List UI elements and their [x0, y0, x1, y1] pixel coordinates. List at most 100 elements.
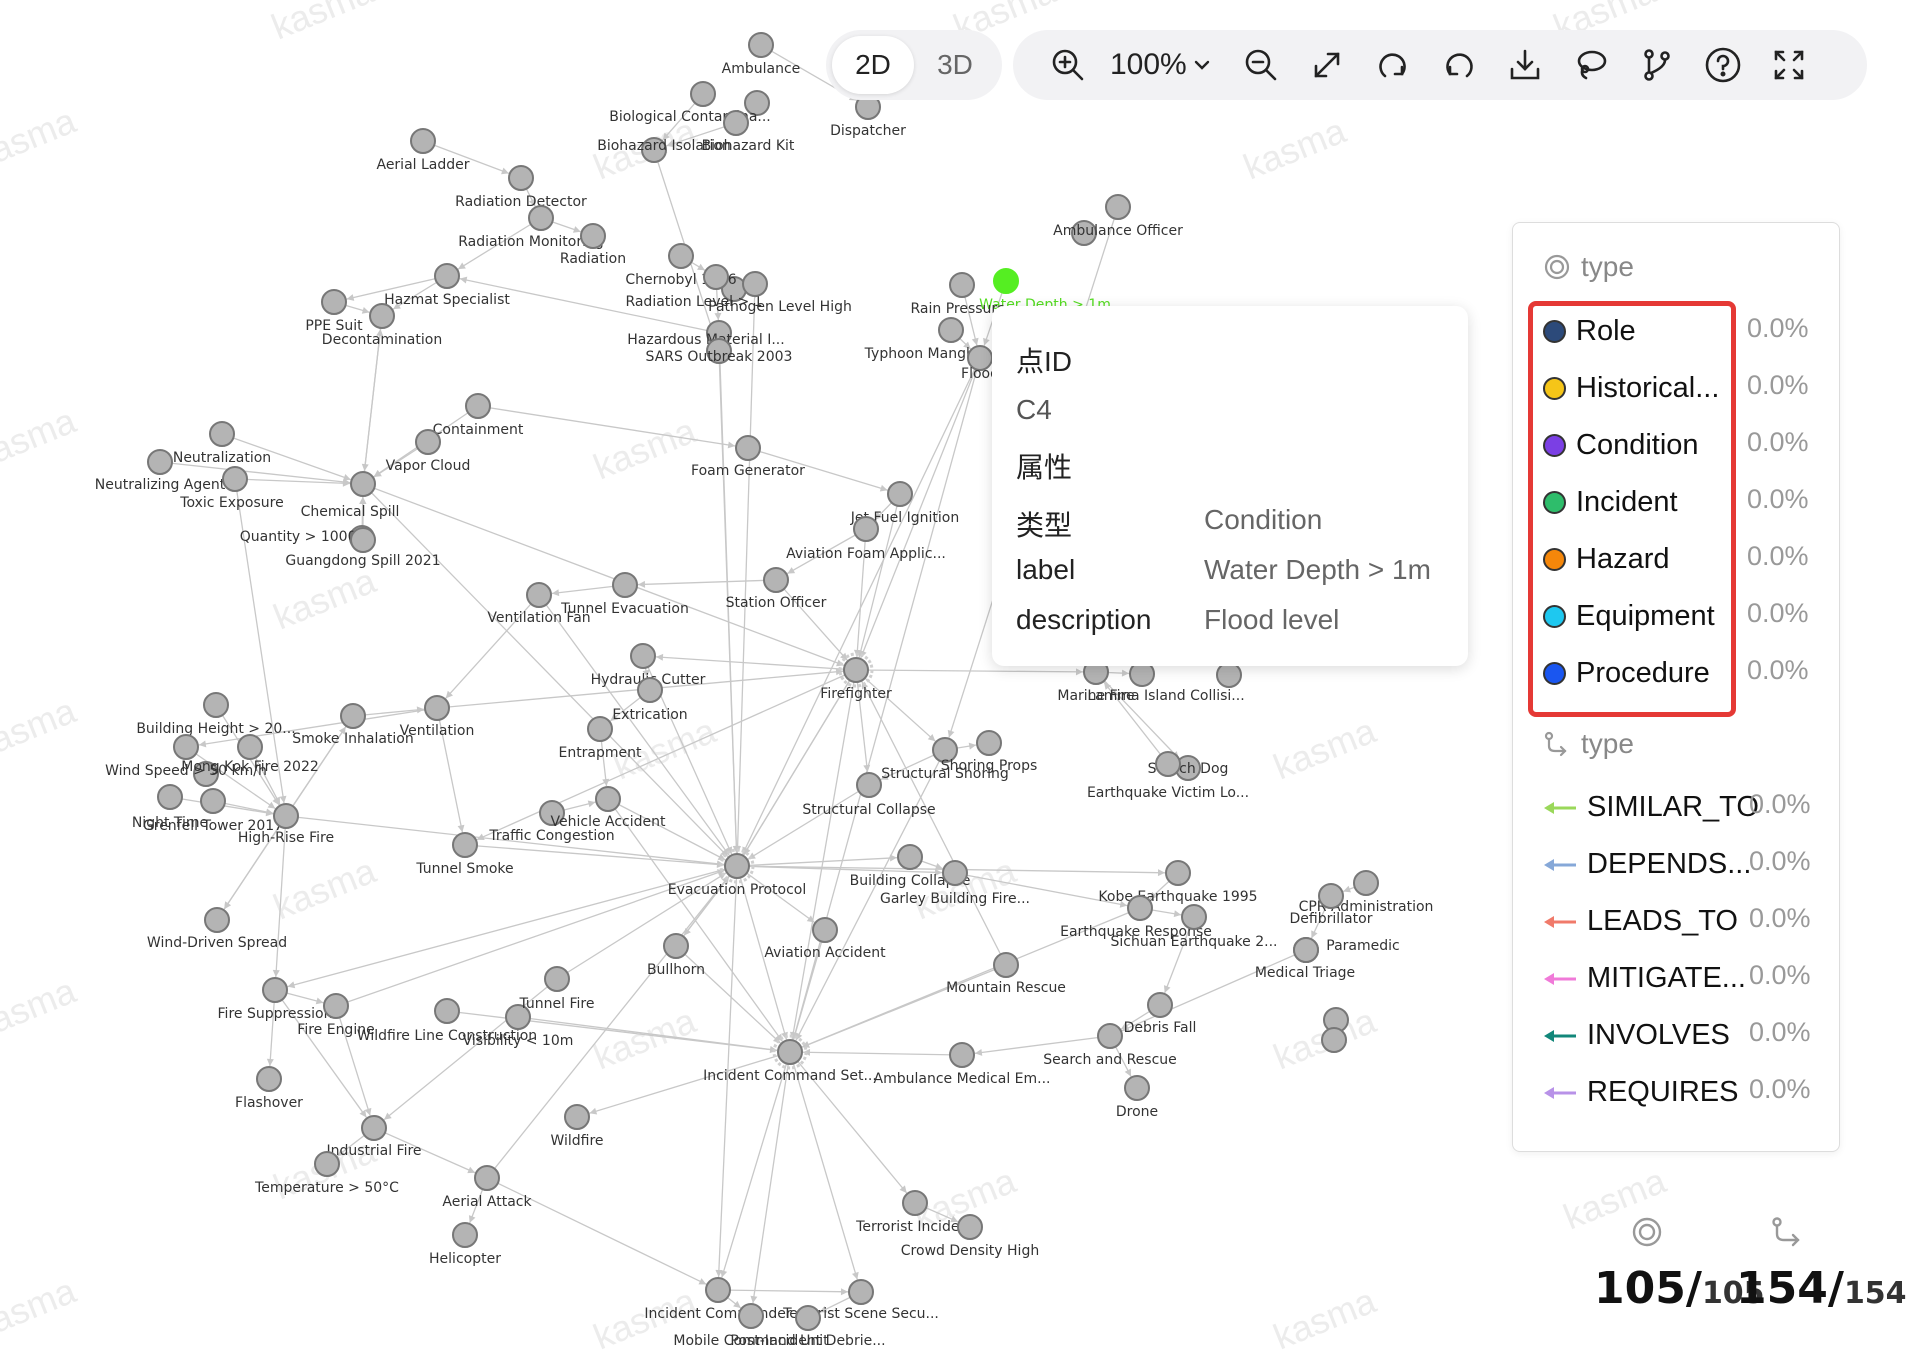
node-circle[interactable] — [1105, 194, 1131, 220]
node-circle[interactable] — [663, 933, 689, 959]
graph-node[interactable]: Search and Rescue — [1043, 1023, 1177, 1068]
graph-node[interactable] — [744, 90, 770, 116]
graph-node[interactable]: Defibrillator — [1290, 883, 1373, 927]
node-circle[interactable] — [706, 338, 732, 364]
node-circle[interactable] — [1155, 751, 1181, 777]
node-circle[interactable] — [526, 582, 552, 608]
graph-node[interactable]: Guangdong Spill 2021 — [285, 527, 441, 569]
node-circle[interactable] — [340, 703, 366, 729]
graph-node[interactable]: Ventilation Fan — [487, 582, 591, 626]
node-circle[interactable] — [1097, 1023, 1123, 1049]
graph-node[interactable]: Foam Generator — [691, 435, 805, 479]
graph-node[interactable]: Hazardous Material I... — [627, 320, 785, 348]
node-circle[interactable] — [993, 268, 1019, 294]
graph-node[interactable]: Radiation Level > 1 — [625, 264, 763, 310]
graph-node[interactable]: Wildfire — [550, 1104, 604, 1149]
graph-node[interactable]: Wind Speed > 50 km/h — [105, 734, 267, 779]
legend-node-type-role[interactable]: Role — [1543, 315, 1636, 348]
node-circle[interactable] — [361, 1115, 387, 1141]
graph-node[interactable]: Typhoon Mangkhut — [864, 317, 998, 362]
node-circle[interactable] — [465, 393, 491, 419]
graph-node[interactable]: Tunnel Smoke — [415, 832, 514, 877]
lasso-icon[interactable] — [1571, 45, 1611, 85]
graph-node[interactable]: Kobe Earthquake 1995 — [1098, 860, 1258, 905]
node-circle[interactable] — [976, 730, 1002, 756]
node-circle[interactable] — [853, 516, 879, 542]
node-circle[interactable] — [703, 264, 729, 290]
legend-node-type-equipment[interactable]: Equipment — [1543, 600, 1715, 633]
graph-node[interactable]: Vehicle Accident — [551, 786, 667, 830]
graph-node[interactable]: Bullhorn — [647, 933, 705, 978]
graph-node[interactable]: Aerial Ladder — [376, 128, 470, 173]
graph-node[interactable]: Drone — [1116, 1075, 1158, 1120]
node-circle[interactable] — [222, 466, 248, 492]
node-circle[interactable] — [735, 435, 761, 461]
graph-node[interactable]: Garley Building Fire... — [880, 860, 1030, 907]
node-circle[interactable] — [314, 1151, 340, 1177]
node-circle[interactable] — [641, 137, 667, 163]
legend-node-type-historical[interactable]: Historical... — [1543, 372, 1719, 405]
graph-node[interactable]: Temperature > 50°C — [254, 1151, 399, 1196]
node-circle[interactable] — [1147, 992, 1173, 1018]
graph-node[interactable]: Ventilation — [400, 695, 475, 739]
graph-node[interactable]: Mobile Command Unit — [673, 1303, 829, 1349]
node-circle[interactable] — [724, 853, 750, 879]
graph-node[interactable] — [193, 761, 219, 787]
node-circle[interactable] — [262, 977, 288, 1003]
mode-2d-button[interactable]: 2D — [832, 36, 914, 94]
legend-edge-type-involves[interactable]: INVOLVES — [1543, 1019, 1730, 1052]
graph-node[interactable]: Structural Collapse — [802, 772, 936, 818]
graph-node[interactable]: Aerial Attack — [442, 1165, 532, 1210]
node-circle[interactable] — [369, 303, 395, 329]
node-circle[interactable] — [321, 289, 347, 315]
graph-node[interactable]: Terrorist Scene Secu... — [782, 1279, 939, 1322]
node-circle[interactable] — [273, 803, 299, 829]
graph-node[interactable]: Marine Fire — [1057, 659, 1135, 704]
node-circle[interactable] — [942, 860, 968, 886]
graph-node[interactable]: Evacuation Protocol — [668, 848, 807, 898]
node-circle[interactable] — [1293, 937, 1319, 963]
graph-node[interactable]: Shoring Props — [941, 730, 1038, 774]
graph-node[interactable]: Ambulance Officer — [1053, 194, 1183, 239]
node-circle[interactable] — [738, 1303, 764, 1329]
node-circle[interactable] — [1165, 860, 1191, 886]
node-circle[interactable] — [1127, 895, 1153, 921]
graph-node[interactable]: Biohazard Isolation — [597, 137, 731, 163]
graph-node[interactable]: Pathogen Level High — [708, 271, 852, 315]
legend-edge-type-depends[interactable]: DEPENDS... — [1543, 848, 1751, 881]
graph-node[interactable]: Post-Incident Debrie... — [730, 1305, 886, 1349]
graph-node[interactable]: Structural Shoring — [881, 737, 1009, 782]
node-circle[interactable] — [957, 1214, 983, 1240]
node-circle[interactable] — [415, 429, 441, 455]
graph-node[interactable]: Vapor Cloud — [386, 429, 471, 474]
graph-node[interactable]: Flashover — [235, 1066, 303, 1111]
node-circle[interactable] — [595, 786, 621, 812]
graph-node[interactable]: Radiation Monitoring — [458, 205, 604, 250]
node-circle[interactable] — [1318, 883, 1344, 909]
node-circle[interactable] — [256, 1066, 282, 1092]
graph-node[interactable]: Terrorist Incident — [855, 1190, 974, 1235]
graph-node[interactable] — [1216, 662, 1242, 688]
node-circle[interactable] — [474, 1165, 500, 1191]
legend-edge-type-similarto[interactable]: SIMILAR_TO — [1543, 791, 1759, 824]
legend-node-type-incident[interactable]: Incident — [1543, 486, 1678, 519]
mode-3d-button[interactable]: 3D — [937, 49, 973, 80]
fullscreen-icon[interactable] — [1769, 45, 1809, 85]
graph-node[interactable]: Radiation Detector — [455, 165, 587, 210]
node-circle[interactable] — [203, 692, 229, 718]
node-circle[interactable] — [237, 734, 263, 760]
node-circle[interactable] — [564, 1104, 590, 1130]
graph-node[interactable]: Hazmat Specialist — [384, 263, 510, 308]
graph-node[interactable]: Wildfire Line Construction — [357, 998, 537, 1044]
graph-node[interactable]: Aviation Accident — [764, 917, 886, 961]
node-circle[interactable] — [795, 1305, 821, 1331]
fit-view-icon[interactable] — [1307, 45, 1347, 85]
graph-node[interactable]: Tunnel Fire — [519, 966, 595, 1012]
graph-node[interactable] — [1321, 1027, 1347, 1053]
node-circle[interactable] — [630, 643, 656, 669]
node-circle[interactable] — [452, 1222, 478, 1248]
graph-node[interactable]: Containment — [433, 393, 524, 438]
graph-node[interactable]: SARS Outbreak 2003 — [646, 338, 793, 365]
graph-node[interactable]: Ambulance Medical Em... — [874, 1042, 1051, 1087]
